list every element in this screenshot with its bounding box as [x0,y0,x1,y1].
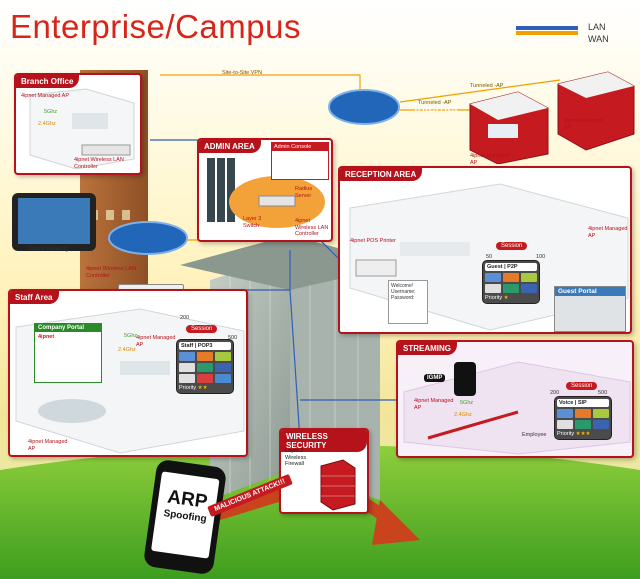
streaming-session-min: 200 [550,390,560,396]
branch-controller-label: 4ipnet Wireless LAN Controller [74,157,124,170]
attacker-phone-screen: ARP Spoofing [150,471,220,559]
streaming-ap-label: 4ipnet Managed AP [414,398,454,411]
staff-ap-label: 4ipnet Managed AP [136,335,176,348]
intranet-controller-label: 4ipnet Wireless LAN Controller [86,266,136,279]
reception-area-title: RECEPTION AREA [340,168,423,181]
ticket-line-1: Welcome! [391,283,414,289]
streaming-priority-label: Priority [557,431,575,437]
admin-area-title: ADMIN AREA [199,140,261,153]
reception-pos-label: 4ipnet POS Printer [350,238,396,244]
streaming-priority: Priority ★★★ [557,431,609,437]
reception-priority-label: Priority [485,295,503,301]
staff-session-max: 500 [228,335,238,341]
branch-controller-device [81,144,131,156]
reception-qos-icons [485,273,537,293]
guest-portal-label: Guest Portal [555,287,625,296]
intranet-cloud-icon [108,221,188,255]
reception-qos-card: Guest | P2P Priority ★ [482,260,540,304]
company-portal-label: Company Portal [35,324,101,332]
attacker-phone: ARP Spoofing [142,458,228,576]
streaming-qos-card: Voice | SIP Priority ★★★ [554,396,612,440]
remote-sites-art [469,71,635,164]
staff-qos-card: Staff | POP3 Priority ★★ [176,339,234,394]
internet-cloud-icon [328,89,400,125]
reception-ap-label: 4ipnet Managed AP [588,226,628,239]
streaming-session-badge: Session [566,382,598,390]
staff-area-panel: Staff Area Company Portal 4ipnet 5Ghz 2.… [8,289,248,457]
staff-band-24: 2.4Ghz [118,347,136,353]
internet-cloud-label: Internet [413,99,459,115]
legend-lan-line [516,26,578,30]
reception-priority-stars: ★ [503,295,509,301]
staff-priority: Priority ★★ [179,385,231,391]
streaming-title: STREAMING [398,342,457,355]
ticket-line-2: Username: [391,289,416,295]
wireless-security-title: WIRELESS SECURITY [281,430,367,452]
admin-switch-label: Layer 3 Switch [243,216,262,229]
internet-cloud: Internet [328,88,458,126]
online-meeting-label: Online Meeting [28,246,69,252]
streaming-qos-head: Voice | SIP [557,399,609,407]
staff-qos-head: Staff | POP3 [179,342,231,350]
guest-portal-box: Guest Portal [554,286,626,332]
admin-console-box: Admin Console [271,142,329,180]
reception-qos-head: Guest | P2P [485,263,537,271]
reception-session-badge: Session [496,242,528,250]
ticket-line-3: Password: [391,295,415,301]
branch-office-title: Branch Office [16,75,80,88]
streaming-qos-icons [557,409,609,429]
remote-ap-label-1: 4ipnet Managed AP [564,118,604,131]
legend-wan-line [516,31,578,35]
reception-session-min: 50 [486,254,493,260]
staff-priority-label: Priority [179,385,197,391]
igmp-badge: IGMP [424,374,446,382]
streaming-priority-stars: ★★★ [575,431,591,437]
staff-band-5: 5Ghz [124,333,138,339]
branch-ap-label: 4ipnet Managed AP [21,93,70,99]
staff-area-title: Staff Area [10,291,59,304]
streaming-session-max: 500 [598,390,608,396]
staff-session-badge: Session [186,325,218,333]
branch-band-24: 2.4Ghz [38,121,56,127]
attack-arrow-head [372,500,420,545]
staff-ap-label-2: 4ipnet Managed AP [28,439,68,452]
staff-qos-icons [179,352,231,383]
streaming-band-5: 5Ghz [460,400,474,406]
legend-lan-label: LAN [588,22,606,32]
intranet-cloud: Intranet [108,220,250,256]
reception-ticket: Welcome! Username: Password: [388,280,428,324]
branch-office-panel: Branch Office 4ipnet Managed AP 5Ghz 2.4… [14,73,142,175]
streaming-band-24: 2.4Ghz [454,412,472,418]
legend-wan-label: WAN [588,34,609,44]
reception-area-panel: RECEPTION AREA 4ipnet POS Printer 4ipnet… [338,166,632,334]
admin-console-label: Admin Console [272,143,328,151]
tunneled-ap-label-2: Tunneled -AP [418,100,452,106]
page-title: Enterprise/Campus [10,8,301,45]
admin-server-label: Radius Server [295,186,313,199]
staff-session-min: 200 [180,315,190,321]
site-to-site-label: Site-to-Site VPN [222,70,263,76]
streaming-phone-icon [454,362,476,396]
company-portal-brand: 4ipnet [38,334,55,340]
branch-band-5: 5Ghz [44,109,58,115]
streaming-employee-label: Employee [522,432,547,438]
wireless-security-panel: WIRELESS SECURITY Layer 2 Wireless Firew… [279,428,369,514]
streaming-panel: STREAMING IGMP 4ipnet Managed AP 5Ghz 2.… [396,340,634,458]
admin-area-panel: ADMIN AREA Admin Console Layer 3 Switch … [197,138,333,242]
reception-priority: Priority ★ [485,295,537,301]
firewall-label: Layer 2 Wireless Firewall [285,448,307,467]
company-portal-box: Company Portal 4ipnet [34,323,102,383]
legend: LAN WAN [516,20,626,54]
online-meeting-tablet [12,193,96,251]
firewall-wall [320,459,356,511]
staff-priority-stars: ★★ [197,385,208,391]
tunneled-ap-label: Tunneled -AP [470,83,504,89]
remote-ap-label-2: 4ipnet Managed AP [470,153,510,166]
reception-session-max: 100 [536,254,546,260]
online-meeting-screen [18,198,90,244]
admin-controller-label: 4ipnet Wireless LAN Controller [295,218,329,237]
